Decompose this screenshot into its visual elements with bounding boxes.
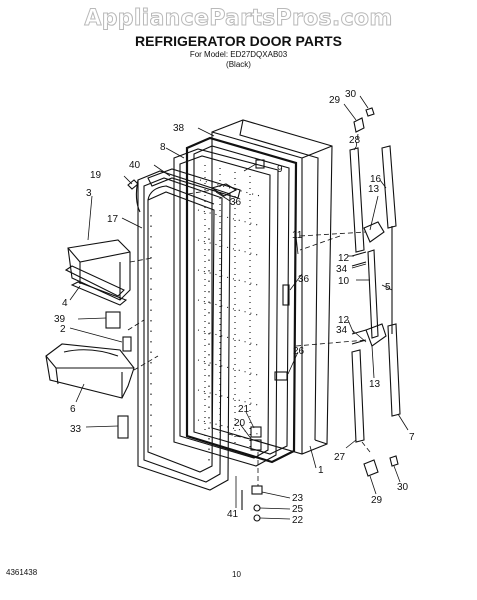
- callout-19: 19: [90, 170, 102, 181]
- callout-22: 22: [292, 515, 304, 526]
- outer-door-panel: [211, 119, 333, 455]
- callout-29-lower: 29: [371, 495, 383, 506]
- top-hinge-parts: [349, 107, 397, 339]
- callout-41: 41: [227, 509, 239, 520]
- callout-7: 7: [409, 432, 415, 443]
- callout-3: 3: [86, 188, 92, 199]
- bottom-hardware: [241, 371, 288, 522]
- callout-2: 2: [60, 324, 66, 335]
- door-shelf-bin: [45, 343, 135, 399]
- insulation-panel: [173, 148, 279, 467]
- callout-12-upper: 12: [338, 253, 350, 264]
- callout-13-upper: 13: [368, 184, 380, 195]
- callout-20: 20: [234, 418, 246, 429]
- clip-39: [105, 311, 121, 329]
- clip-33: [117, 415, 129, 439]
- callout-17: 17: [107, 214, 119, 225]
- model-line: For Model: ED27DQXAB03: [189, 50, 288, 59]
- inner-door-liner: [135, 168, 241, 491]
- callout-4: 4: [62, 298, 68, 309]
- callout-25: 25: [292, 504, 304, 515]
- callout-39: 39: [54, 314, 66, 325]
- clip-2: [122, 336, 132, 352]
- callout-23: 23: [292, 493, 304, 504]
- callout-10: 10: [338, 276, 350, 287]
- color-line: (Black): [226, 60, 251, 69]
- screw-19: [127, 179, 139, 190]
- page-number: 10: [232, 570, 241, 579]
- callout-28: 28: [349, 135, 361, 146]
- callout-16: 16: [370, 174, 382, 185]
- callout-13-lower: 13: [369, 379, 381, 390]
- callout-5: 5: [385, 282, 391, 293]
- callout-34-upper: 34: [336, 264, 348, 275]
- dairy-door-bin: [67, 239, 131, 301]
- callout-38: 38: [173, 123, 185, 134]
- callout-29-upper: 29: [329, 95, 341, 106]
- bin-trim-strip: [64, 265, 128, 306]
- callout-30-upper: 30: [345, 89, 357, 100]
- assembly-lines: [127, 133, 371, 486]
- leader-lines: [69, 95, 409, 520]
- callout-26: 26: [293, 346, 305, 357]
- callout-8: 8: [160, 142, 166, 153]
- callout-30-lower: 30: [397, 482, 409, 493]
- callout-6: 6: [70, 404, 76, 415]
- callout-40: 40: [129, 160, 141, 171]
- diagram-title: REFRIGERATOR DOOR PARTS: [135, 33, 342, 49]
- callout-1: 1: [318, 465, 324, 476]
- callout-21: 21: [238, 404, 250, 415]
- top-bracket: [210, 159, 265, 197]
- callout-36-upper: 36: [230, 197, 242, 208]
- callout-11: 11: [292, 230, 303, 241]
- door-gasket: [185, 136, 298, 464]
- callout-33: 33: [70, 424, 82, 435]
- callout-36-lower: 36: [298, 274, 310, 285]
- callout-27: 27: [334, 452, 346, 463]
- callout-12-lower: 12: [338, 315, 350, 326]
- callout-34-lower: 34: [336, 325, 348, 336]
- bottom-hinge-parts: [351, 323, 401, 477]
- callout-labels: 1 2 3 4 5 6 7 8 9 10 11 12 12 13 13 16 1…: [54, 89, 415, 526]
- callout-9: 9: [277, 164, 283, 175]
- watermark: AppliancePartsPros.com: [84, 6, 393, 32]
- footer-code: 4361438: [6, 568, 38, 577]
